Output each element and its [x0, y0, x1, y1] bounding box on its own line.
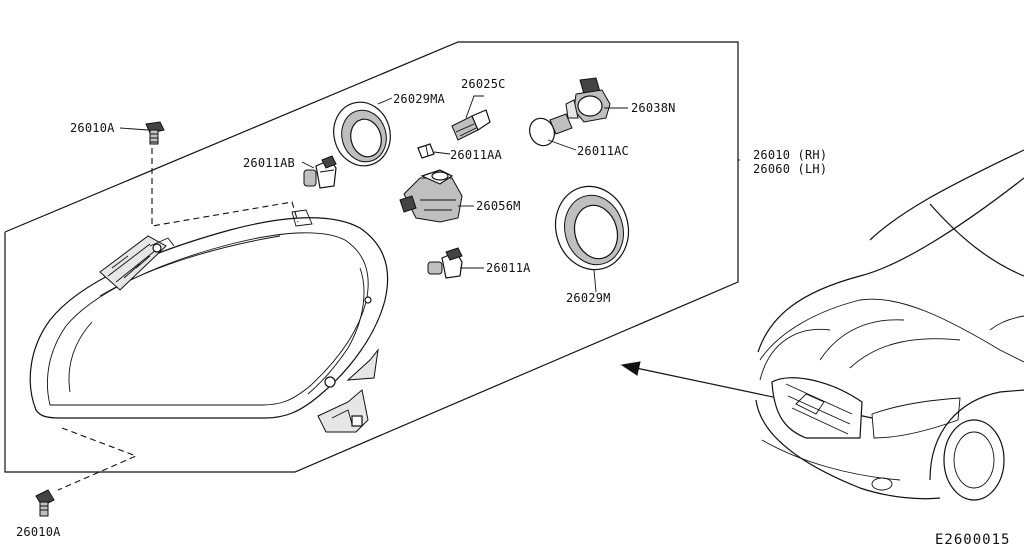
diagram-code: E2600015 [935, 532, 1011, 548]
bulb-high-beam-icon [427, 247, 463, 279]
label-bulb-turn: 26011AC [577, 144, 629, 158]
label-assembly-lh: 26060 (LH) [753, 162, 828, 176]
label-bulb-high-beam: 26011A [486, 261, 531, 275]
bolt-top-icon [145, 121, 165, 145]
label-socket: 26038N [631, 101, 676, 115]
dashed-line-top [151, 148, 299, 227]
label-assembly: 26010 (RH) 26060 (LH) [753, 148, 827, 176]
headlamp-assembly [29, 209, 389, 433]
dashed-line-bottom [57, 427, 138, 491]
socket-icon [565, 77, 611, 123]
label-socket-bulb: 26025C [461, 77, 506, 91]
label-bulb-clearance: 26011AA [450, 148, 502, 162]
label-assembly-rh: 26010 (RH) [753, 148, 828, 162]
leveling-motor-icon [399, 169, 463, 223]
label-bolt-bottom: 26010A [16, 525, 61, 539]
label-seal-small: 26029MA [393, 92, 445, 106]
vehicle-front-icon [755, 149, 1024, 501]
label-bulb-low-beam: 26011AB [243, 156, 295, 170]
bulb-clearance-icon [417, 143, 435, 159]
bulb-turn-icon [529, 113, 573, 147]
label-bolt-top: 26010A [70, 121, 115, 135]
leader-lines [119, 95, 740, 293]
seal-small-icon [333, 101, 391, 167]
seal-large-icon [554, 185, 630, 271]
bolt-bottom-icon [35, 489, 55, 517]
bulb-low-beam-icon [303, 155, 337, 189]
label-seal-large: 26029M [566, 291, 611, 305]
label-leveling-motor: 26056M [476, 199, 521, 213]
socket-bulb-icon [451, 109, 491, 141]
panel-outline [4, 41, 739, 473]
